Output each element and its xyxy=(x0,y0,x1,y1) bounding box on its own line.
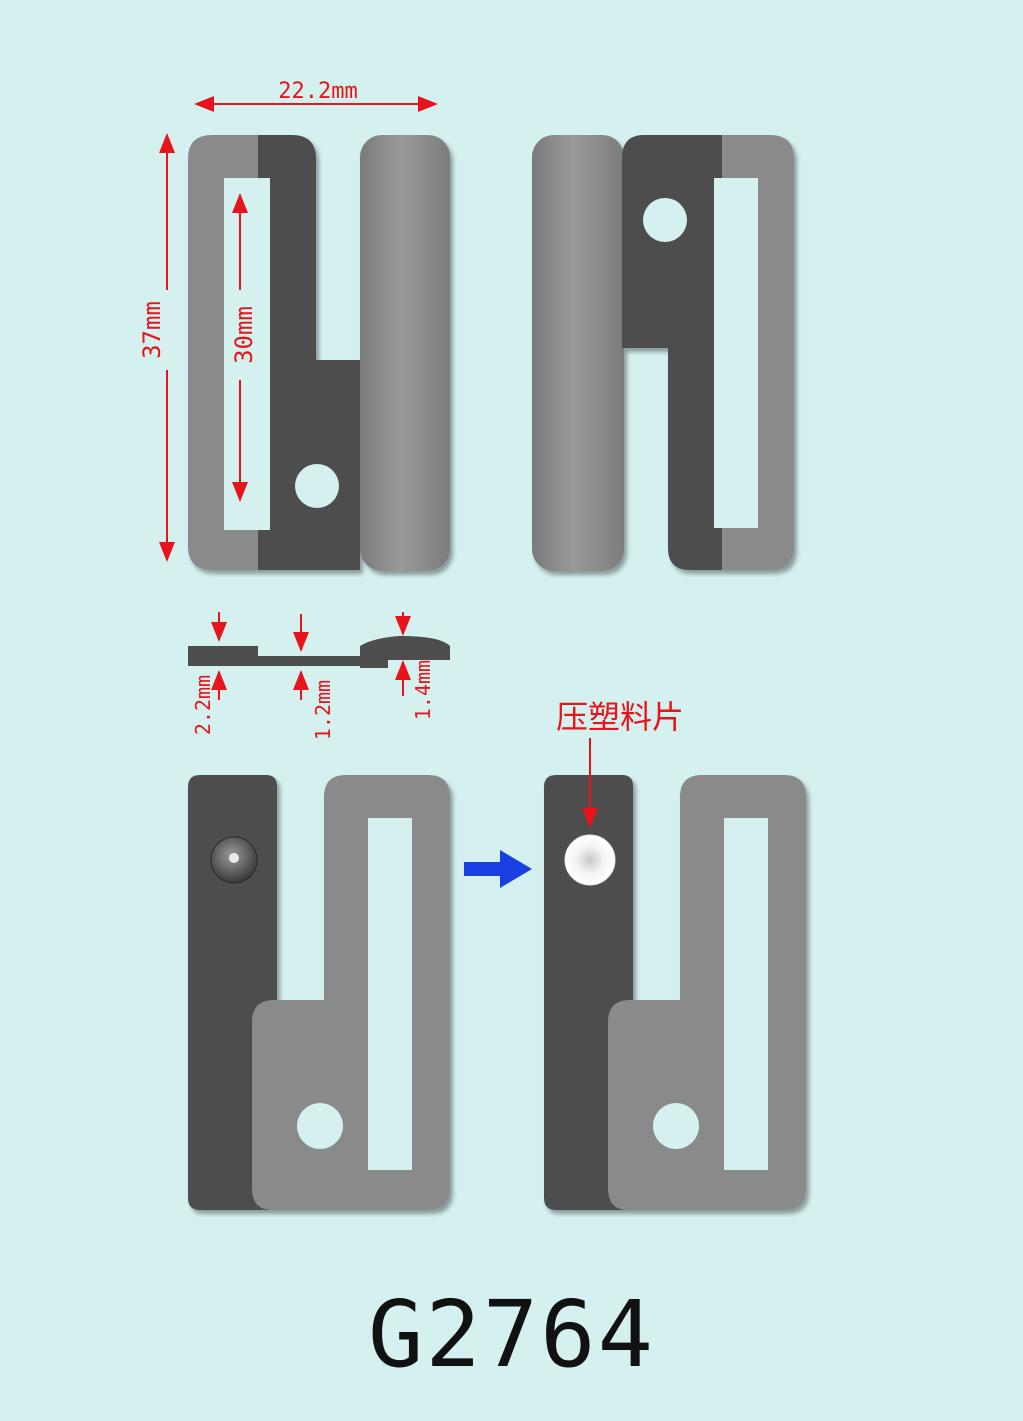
side-profile: 2.2mm 1.2mm 1.4mm xyxy=(188,612,450,740)
width-dimension: 22.2mm xyxy=(194,79,438,112)
bottom-piece-before xyxy=(188,775,450,1210)
height-dimension: 37mm xyxy=(138,133,184,562)
plastic-callout: 压塑料片 xyxy=(556,698,684,828)
thickness-label-2: 1.2mm xyxy=(311,680,335,740)
width-label: 22.2mm xyxy=(278,79,357,104)
hook-piece-back xyxy=(532,135,794,571)
transform-arrow-icon xyxy=(464,850,532,888)
bottom-piece-after xyxy=(544,775,806,1210)
height-label: 37mm xyxy=(138,301,166,359)
thickness-label-1: 2.2mm xyxy=(191,675,215,735)
slot-length-label: 30mm xyxy=(230,306,258,364)
slot-dimension: 30mm xyxy=(230,193,258,502)
plastic-insert-icon xyxy=(564,834,616,886)
model-number: G2764 xyxy=(368,1281,655,1388)
callout-label: 压塑料片 xyxy=(556,698,684,736)
thickness-label-3: 1.4mm xyxy=(411,660,435,720)
hook-piece-front xyxy=(188,135,450,571)
